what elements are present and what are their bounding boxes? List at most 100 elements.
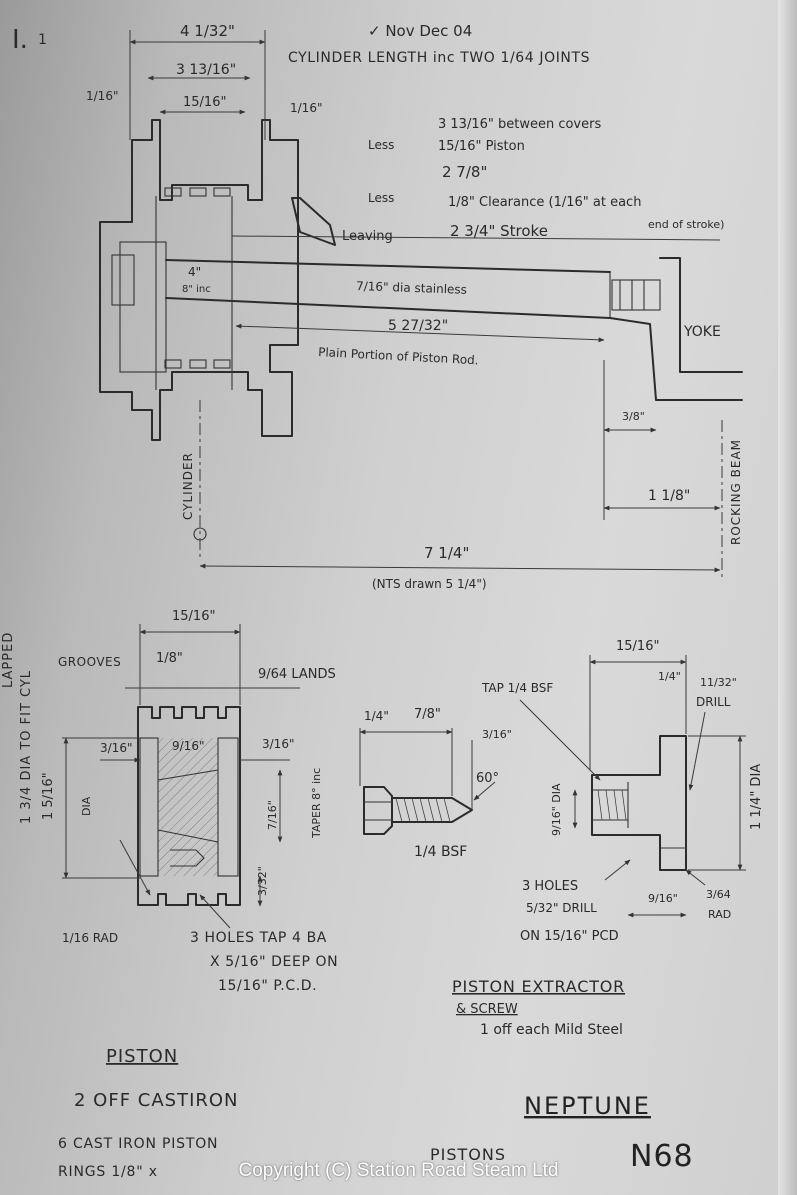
project-name: NEPTUNE (524, 1092, 651, 1120)
sheet-edge (778, 0, 797, 1195)
piston-rod-top (165, 259, 611, 273)
rocking-beam-label: ROCKING BEAM (729, 439, 743, 545)
gland-wedge (291, 197, 336, 246)
piston-qty: 2 OFF CASTIRON (74, 1090, 239, 1111)
groove-width-label: 1/8" (156, 651, 183, 666)
screw-angle-label: 60° (476, 771, 499, 786)
lands-label: 9/64 LANDS (258, 667, 336, 682)
yoke-top (659, 257, 743, 373)
extractor-holes-1: 3 HOLES (522, 879, 578, 894)
piston-section (62, 624, 300, 929)
corner-mark-2: 1 (38, 32, 47, 48)
extractor-tap-label: TAP 1/4 BSF (481, 681, 553, 695)
rod-len-label: 5 27/32" (388, 318, 448, 334)
extractor-screw (359, 728, 496, 835)
rod-end (111, 254, 135, 306)
calc-less-2: Less (368, 191, 394, 205)
pistons-label: PISTONS (430, 1145, 506, 1164)
yoke-label: YOKE (683, 324, 721, 340)
cylinder-assembly (99, 30, 743, 580)
rings-line-2: RINGS 1/8" x (58, 1164, 158, 1180)
extractor-holes-2: 5/32" DRILL (526, 901, 597, 915)
extractor-dia-label: 1 1/4" DIA (749, 764, 764, 830)
extractor-outline (591, 735, 687, 871)
extractor-drill-label: DRILL (696, 695, 731, 709)
extractor-drill-size: 11/32" (700, 676, 737, 689)
taper-label: TAPER 8° inc (310, 768, 323, 839)
plain-portion-label: Plain Portion of Piston Rod. (318, 345, 479, 367)
piston-dia-label: 1 5/16" (41, 772, 56, 820)
screw-shank (391, 797, 473, 823)
rod-thread (611, 279, 661, 311)
extractor-width-label: 15/16" (616, 639, 659, 654)
extractor-title: PISTON EXTRACTOR (452, 977, 625, 996)
taper-dia-label: 7/16" (266, 800, 279, 830)
piston-holes-3: 15/16" P.C.D. (218, 978, 317, 994)
piston-title: PISTON (106, 1046, 178, 1067)
rod-dia-label: 7/16" dia stainless (356, 279, 467, 297)
calc-line-5: 2 3/4" Stroke (450, 222, 548, 240)
piston-holes-1: 3 HOLES TAP 4 BA (190, 930, 327, 946)
piston-rod-nut (119, 241, 167, 373)
thread-tpi-label: 8" inc (182, 284, 211, 295)
extractor-flange-label: 1/4" (658, 670, 681, 683)
piston-width-label: 15/16" (172, 609, 215, 624)
extractor-title-2: & SCREW (456, 1002, 518, 1017)
piston-holes-2: X 5/16" DEEP ON (210, 954, 338, 970)
piston-dia-word: DIA (80, 796, 93, 816)
left-joint-label: 1/16" (86, 89, 118, 103)
tapped-hole (170, 849, 205, 867)
piston-outline (137, 706, 241, 906)
calc-line-4b: end of stroke) (648, 218, 724, 231)
dim-piston-label: 15/16" (183, 95, 226, 110)
dim-between-label: 3 13/16" (176, 62, 236, 78)
bore-label: 9/16" (172, 739, 204, 753)
calc-line-2: 15/16" Piston (438, 139, 525, 154)
piston-bore-left (139, 737, 159, 877)
extractor-rad-word: RAD (708, 908, 731, 921)
yoke-gap-label: 3/8" (622, 410, 645, 423)
piston-rod-bottom (165, 297, 611, 319)
cylinder-length-note: CYLINDER LENGTH inc TWO 1/64 JOINTS (288, 50, 590, 66)
calc-line-3: 2 7/8" (442, 163, 487, 181)
rings-line-1: 6 CAST IRON PISTON (58, 1136, 218, 1152)
right-joint-label: 1/16" (290, 101, 322, 115)
centres-label: 7 1/4" (424, 544, 469, 562)
piston-rings-top (164, 187, 231, 197)
extractor-holes-3: ON 15/16" PCD (520, 929, 619, 944)
check-note: ✓ Nov Dec 04 (368, 22, 472, 40)
labels: I. 1 ✓ Nov Dec 04 CYLINDER LENGTH inc TW… (1, 22, 764, 1180)
extractor-bore-label: 9/16" DIA (550, 783, 563, 836)
radius-label: 1/16 RAD (62, 931, 118, 945)
drawing-code: N68 (630, 1139, 694, 1174)
extractor-hub-label: 9/16" (648, 892, 678, 905)
piston-side-note-prefix: LAPPED (1, 632, 16, 688)
piston-side-note: 1 3/4 DIA TO FIT CYL (19, 670, 34, 824)
boss-label: 3/32" (256, 866, 269, 896)
piston-hatch (158, 738, 218, 876)
screw-head (363, 786, 393, 835)
screw-tip-label: 3/16" (482, 728, 512, 741)
calc-line-4: 1/8" Clearance (1/16" at each (448, 195, 641, 210)
nts-label: (NTS drawn 5 1/4") (372, 577, 487, 591)
thread-len-label: 4" (188, 265, 201, 279)
yoke-bottom (609, 317, 743, 401)
right-wall-label: 3/16" (262, 737, 294, 751)
extractor-rad-label: 3/64 (706, 888, 731, 901)
piston-rings-bottom (164, 359, 231, 369)
dim-stroke-ref (231, 235, 721, 241)
cylinder-cover-left (99, 119, 299, 441)
screw-head-label: 1/4" (364, 709, 389, 723)
calc-line-1: 3 13/16" between covers (438, 117, 601, 132)
extractor-material: 1 off each Mild Steel (480, 1022, 623, 1038)
left-wall-label: 3/16" (100, 741, 132, 755)
dim-centres (199, 563, 721, 573)
corner-mark: I. (12, 25, 28, 55)
dim-rod-len (235, 323, 605, 343)
dim-overall-label: 4 1/32" (180, 22, 235, 40)
screw-thread-label: 1/4 BSF (414, 844, 467, 860)
calc-less-1: Less (368, 138, 394, 152)
grooves-label: GROOVES (58, 655, 121, 669)
calc-leaving: Leaving (342, 229, 393, 244)
